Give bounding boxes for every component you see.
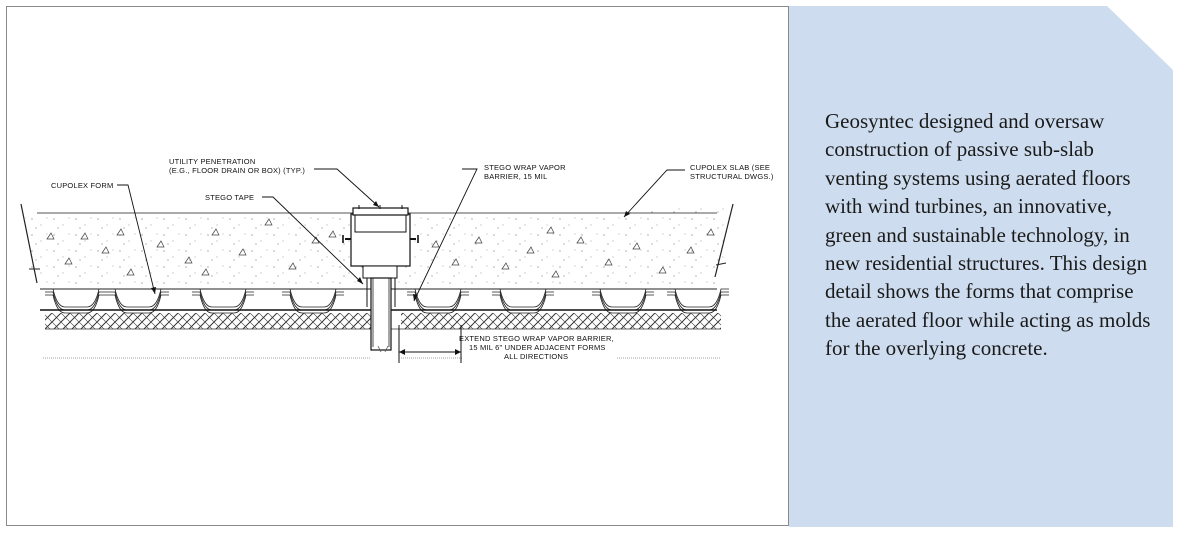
label-cupolex-form: CUPOLEX FORM — [51, 181, 113, 190]
utility-penetration — [342, 205, 419, 353]
dimension-marker — [398, 325, 462, 363]
label-cupolex-slab-1: CUPOLEX SLAB (SEE — [690, 163, 770, 172]
label-stego-wrap-2: BARRIER, 15 MIL — [484, 172, 547, 181]
label-extend-3: ALL DIRECTIONS — [504, 352, 568, 361]
label-stego-wrap-1: STEGO WRAP VAPOR — [484, 163, 566, 172]
description-callout: Geosyntec designed and oversaw construct… — [789, 6, 1173, 527]
leader-lines — [117, 168, 685, 302]
leader-arrowheads — [151, 201, 630, 301]
label-extend-1: EXTEND STEGO WRAP VAPOR BARRIER, — [459, 334, 614, 343]
aggregate-marks — [46, 218, 715, 278]
label-utility-penetration-2: (E.G., FLOOR DRAIN OR BOX) (TYP.) — [169, 166, 305, 175]
callout-background — [789, 6, 1173, 527]
label-utility-penetration-1: UTILITY PENETRATION — [169, 157, 255, 166]
label-stego-tape: STEGO TAPE — [205, 193, 254, 202]
label-cupolex-slab-2: STRUCTURAL DWGS.) — [690, 172, 774, 181]
figure-frame: UTILITY PENETRATION (E.G., FLOOR DRAIN O… — [6, 6, 789, 526]
subgrade-hatch — [43, 313, 721, 359]
label-extend-2: 15 MIL 6" UNDER ADJACENT FORMS — [469, 343, 606, 352]
description-text: Geosyntec designed and oversaw construct… — [825, 109, 1151, 361]
slab-section-diagram: UTILITY PENETRATION (E.G., FLOOR DRAIN O… — [20, 157, 774, 363]
